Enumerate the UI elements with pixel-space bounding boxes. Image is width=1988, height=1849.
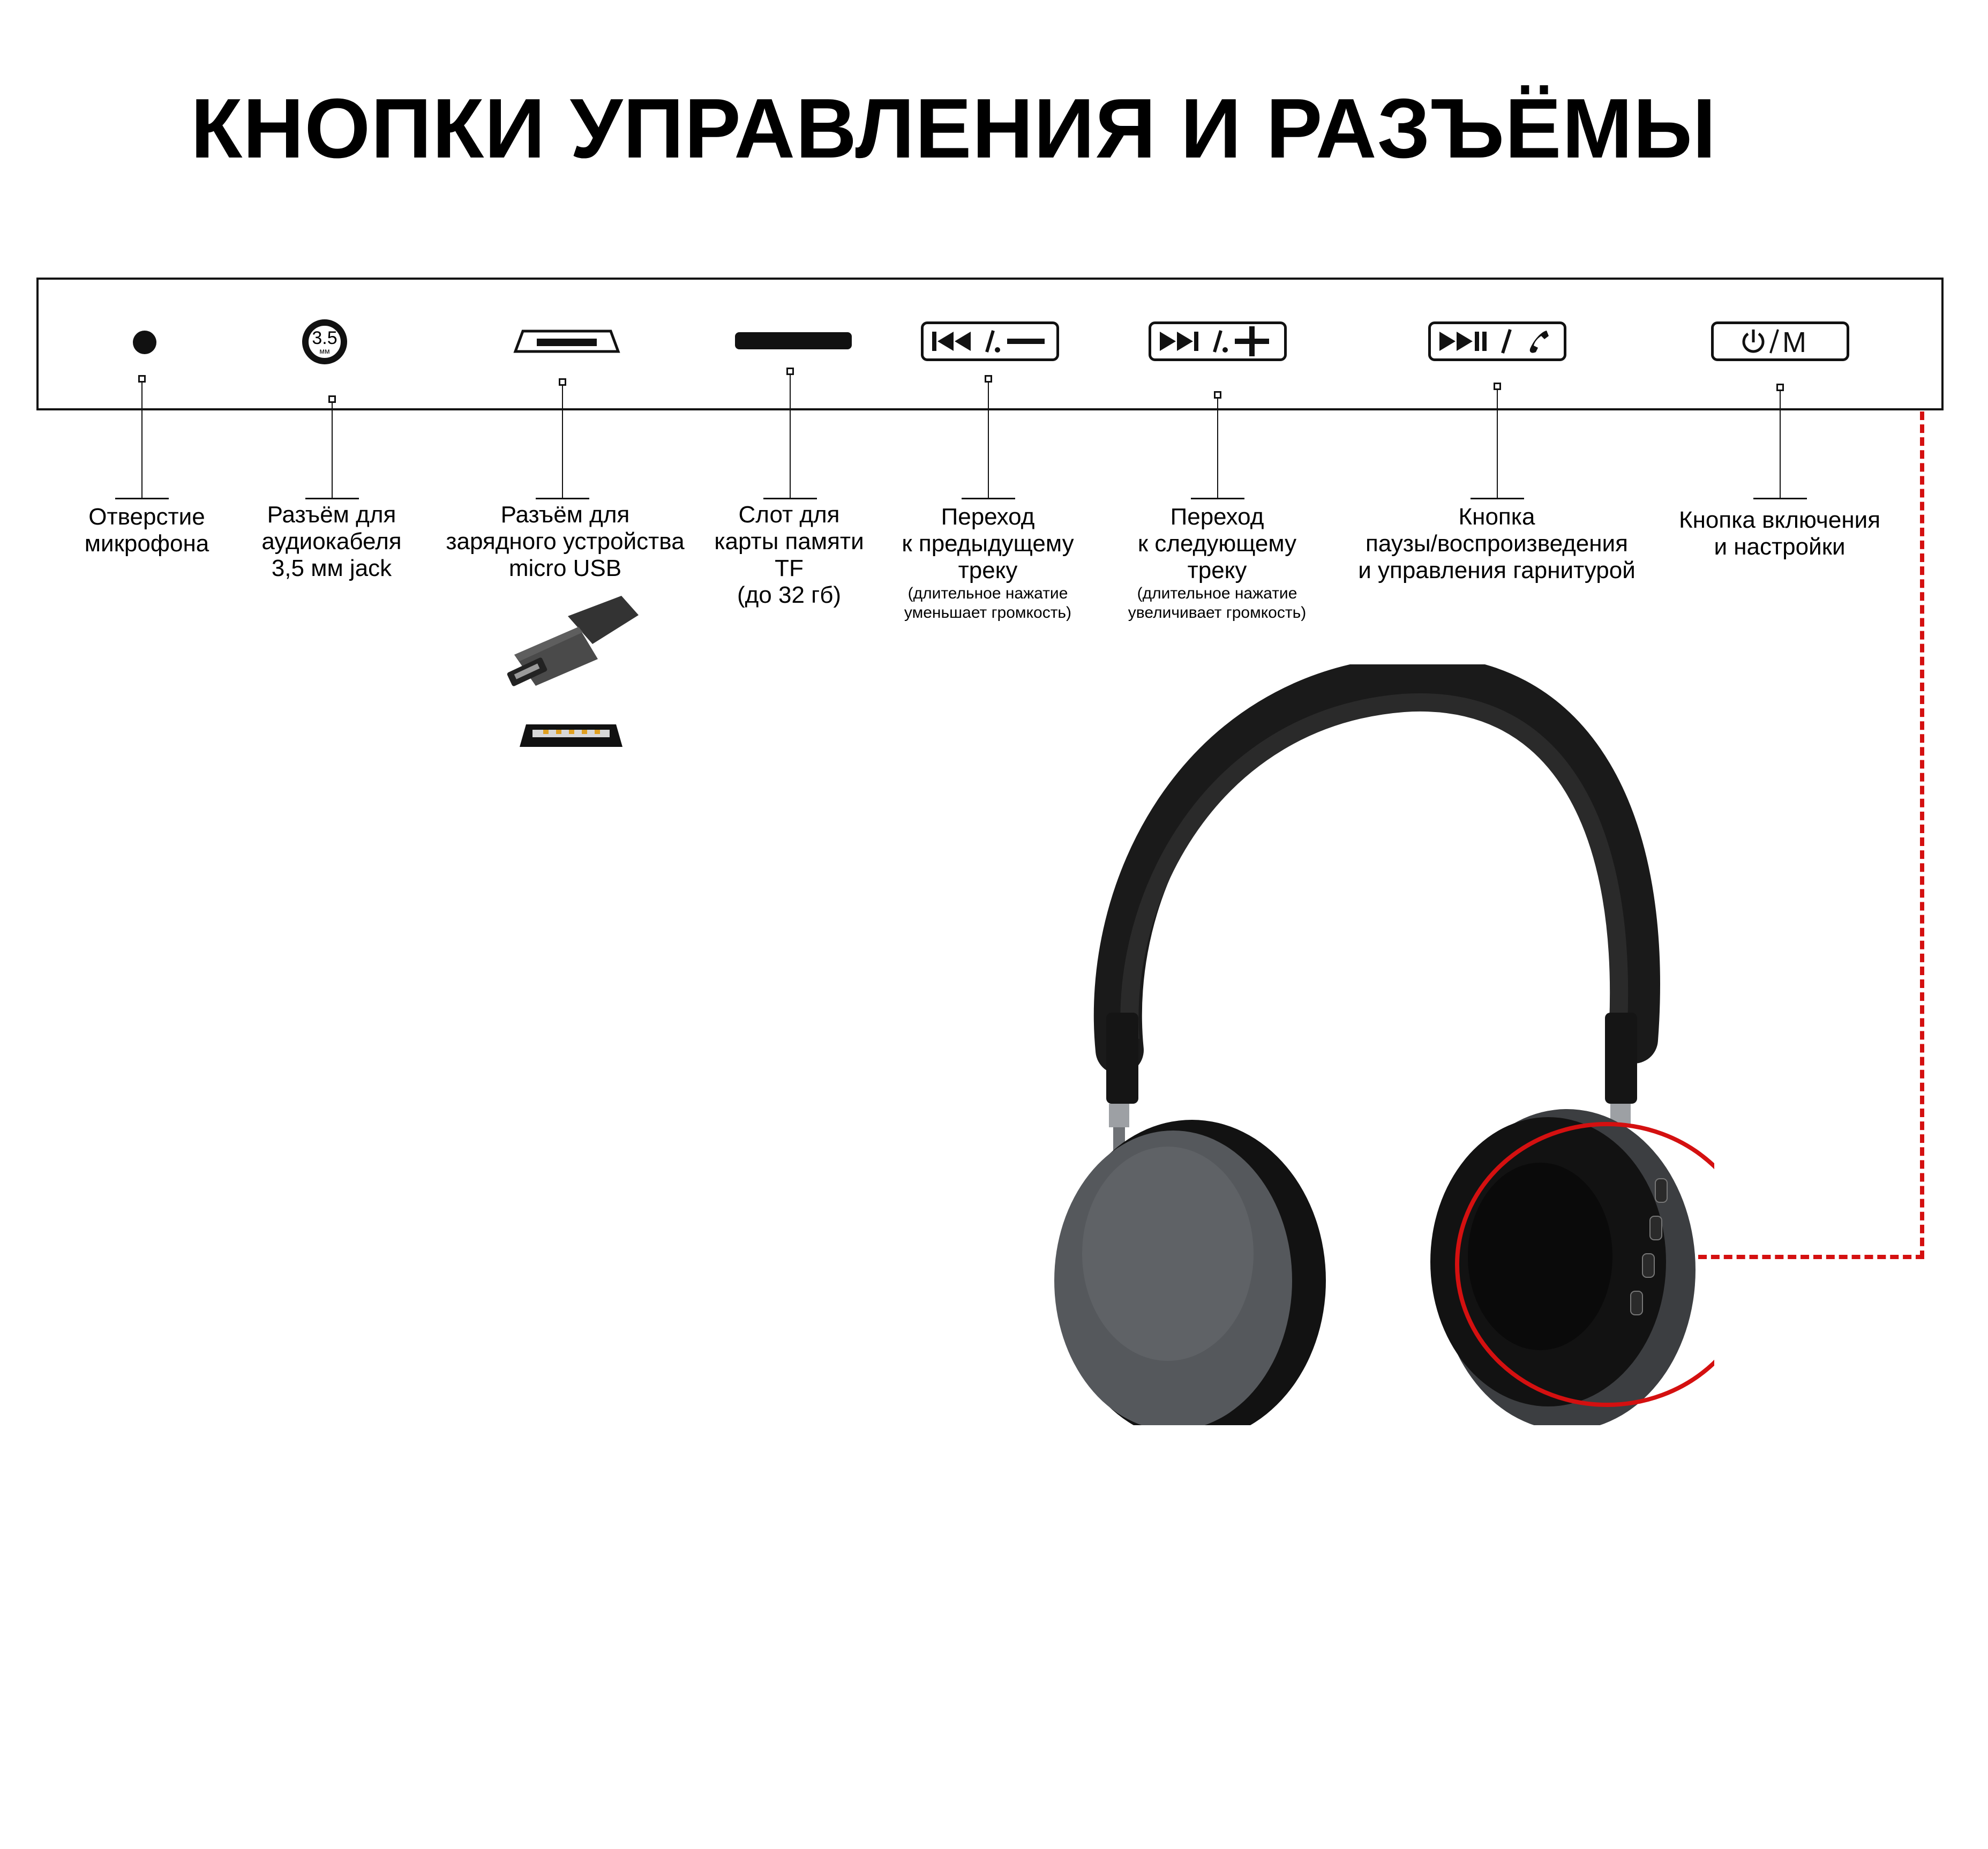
callout-dot (328, 395, 336, 403)
page-title: КНОПКИ УПРАВЛЕНИЯ И РАЗЪЁМЫ (190, 81, 1717, 176)
callout-bar (763, 498, 817, 499)
callout-line (1217, 399, 1218, 498)
callout-line (141, 383, 142, 498)
leader-dashed-horizontal (1698, 1255, 1924, 1259)
svg-text:M: M (1782, 326, 1805, 356)
callout-bar (305, 498, 359, 499)
callout-line (790, 375, 791, 498)
callout-line (1780, 391, 1781, 498)
leader-dashed-vertical (1920, 411, 1924, 1259)
callout-bar (1753, 498, 1807, 499)
headphones-illustration (1039, 656, 1759, 1441)
callout-bar (536, 498, 589, 499)
jack-size-text: 3.5 (312, 328, 337, 348)
callout-dot (786, 368, 794, 375)
micro-usb-plug-icon (519, 722, 624, 749)
callout-dot (985, 375, 992, 383)
previous-track-icon (921, 321, 1059, 361)
callout-line (1497, 390, 1498, 498)
callout-line (562, 386, 563, 498)
next-track-icon (1149, 321, 1287, 361)
callout-line (988, 383, 989, 498)
controls-panel: 3.5 мм (36, 278, 1944, 410)
callout-dot (1214, 391, 1221, 399)
callout-bar (1191, 498, 1244, 499)
callout-dot (1494, 383, 1501, 390)
callout-bar (115, 498, 169, 499)
callout-dot (559, 378, 566, 386)
callout-bar (962, 498, 1015, 499)
tf-card-slot-icon (735, 332, 852, 349)
callout-dot (138, 375, 146, 383)
power-mode-icon: M (1711, 321, 1849, 361)
callout-bar (1471, 498, 1524, 499)
play-pause-call-icon (1428, 321, 1566, 361)
callout-dot (1776, 384, 1784, 391)
jack-unit-text: мм (319, 347, 330, 355)
audio-jack-icon: 3.5 мм (302, 319, 347, 364)
microphone-hole-icon (133, 331, 156, 354)
micro-usb-cable-icon (498, 595, 648, 697)
callout-line (332, 403, 333, 498)
micro-usb-port-icon (513, 329, 620, 354)
